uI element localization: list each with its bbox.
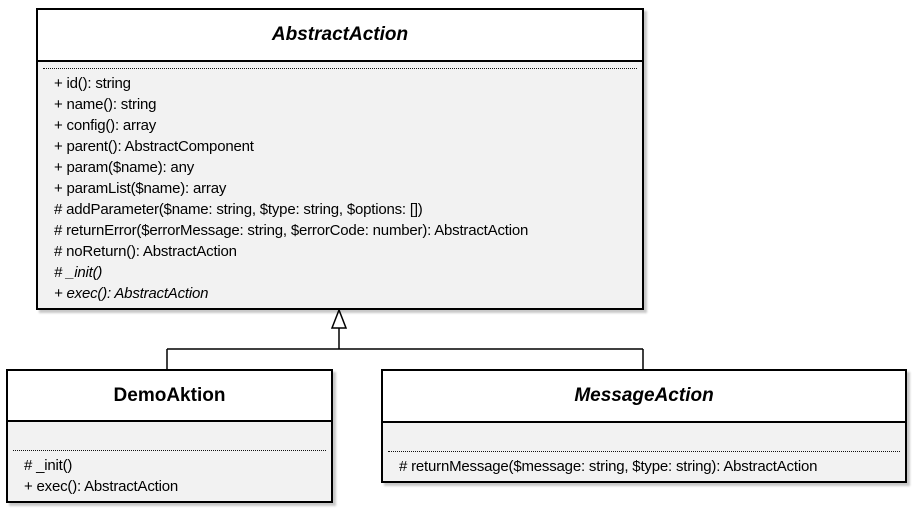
methods-compartment: # _init() + exec(): AbstractAction	[8, 451, 331, 497]
method-item: # noReturn(): AbstractAction	[54, 243, 237, 260]
fields-compartment	[43, 62, 637, 69]
methods-compartment: + id(): string + name(): string + config…	[38, 69, 642, 304]
fields-compartment	[13, 422, 326, 451]
fields-compartment	[388, 423, 900, 452]
class-title: AbstractAction	[38, 10, 642, 62]
method-item: # returnError($errorMessage: string, $er…	[54, 222, 529, 239]
method-item: + paramList($name): array	[54, 180, 227, 197]
method-item: + config(): array	[54, 117, 157, 134]
method-item: # addParameter($name: string, $type: str…	[54, 201, 423, 218]
class-box-messageaction: MessageAction # returnMessage($message: …	[381, 369, 907, 483]
method-item: + exec(): AbstractAction	[24, 478, 179, 495]
method-item: # returnMessage($message: string, $type:…	[399, 458, 818, 475]
inheritance-triangle-icon	[330, 307, 348, 329]
method-item: + id(): string	[54, 75, 131, 92]
method-item-abstract: # _init()	[54, 264, 103, 281]
method-item: + name(): string	[54, 96, 157, 113]
class-title: MessageAction	[383, 371, 905, 423]
method-item-abstract: + exec(): AbstractAction	[54, 285, 209, 302]
method-item: # _init()	[24, 457, 73, 474]
class-box-demoaktion: DemoAktion # _init() + exec(): AbstractA…	[6, 369, 333, 503]
class-box-abstractaction: AbstractAction + id(): string + name(): …	[36, 8, 644, 310]
methods-compartment: # returnMessage($message: string, $type:…	[383, 452, 905, 477]
method-item: + parent(): AbstractComponent	[54, 138, 254, 155]
class-title: DemoAktion	[8, 371, 331, 422]
inheritance-lines	[166, 328, 644, 369]
method-item: + param($name): any	[54, 159, 195, 176]
